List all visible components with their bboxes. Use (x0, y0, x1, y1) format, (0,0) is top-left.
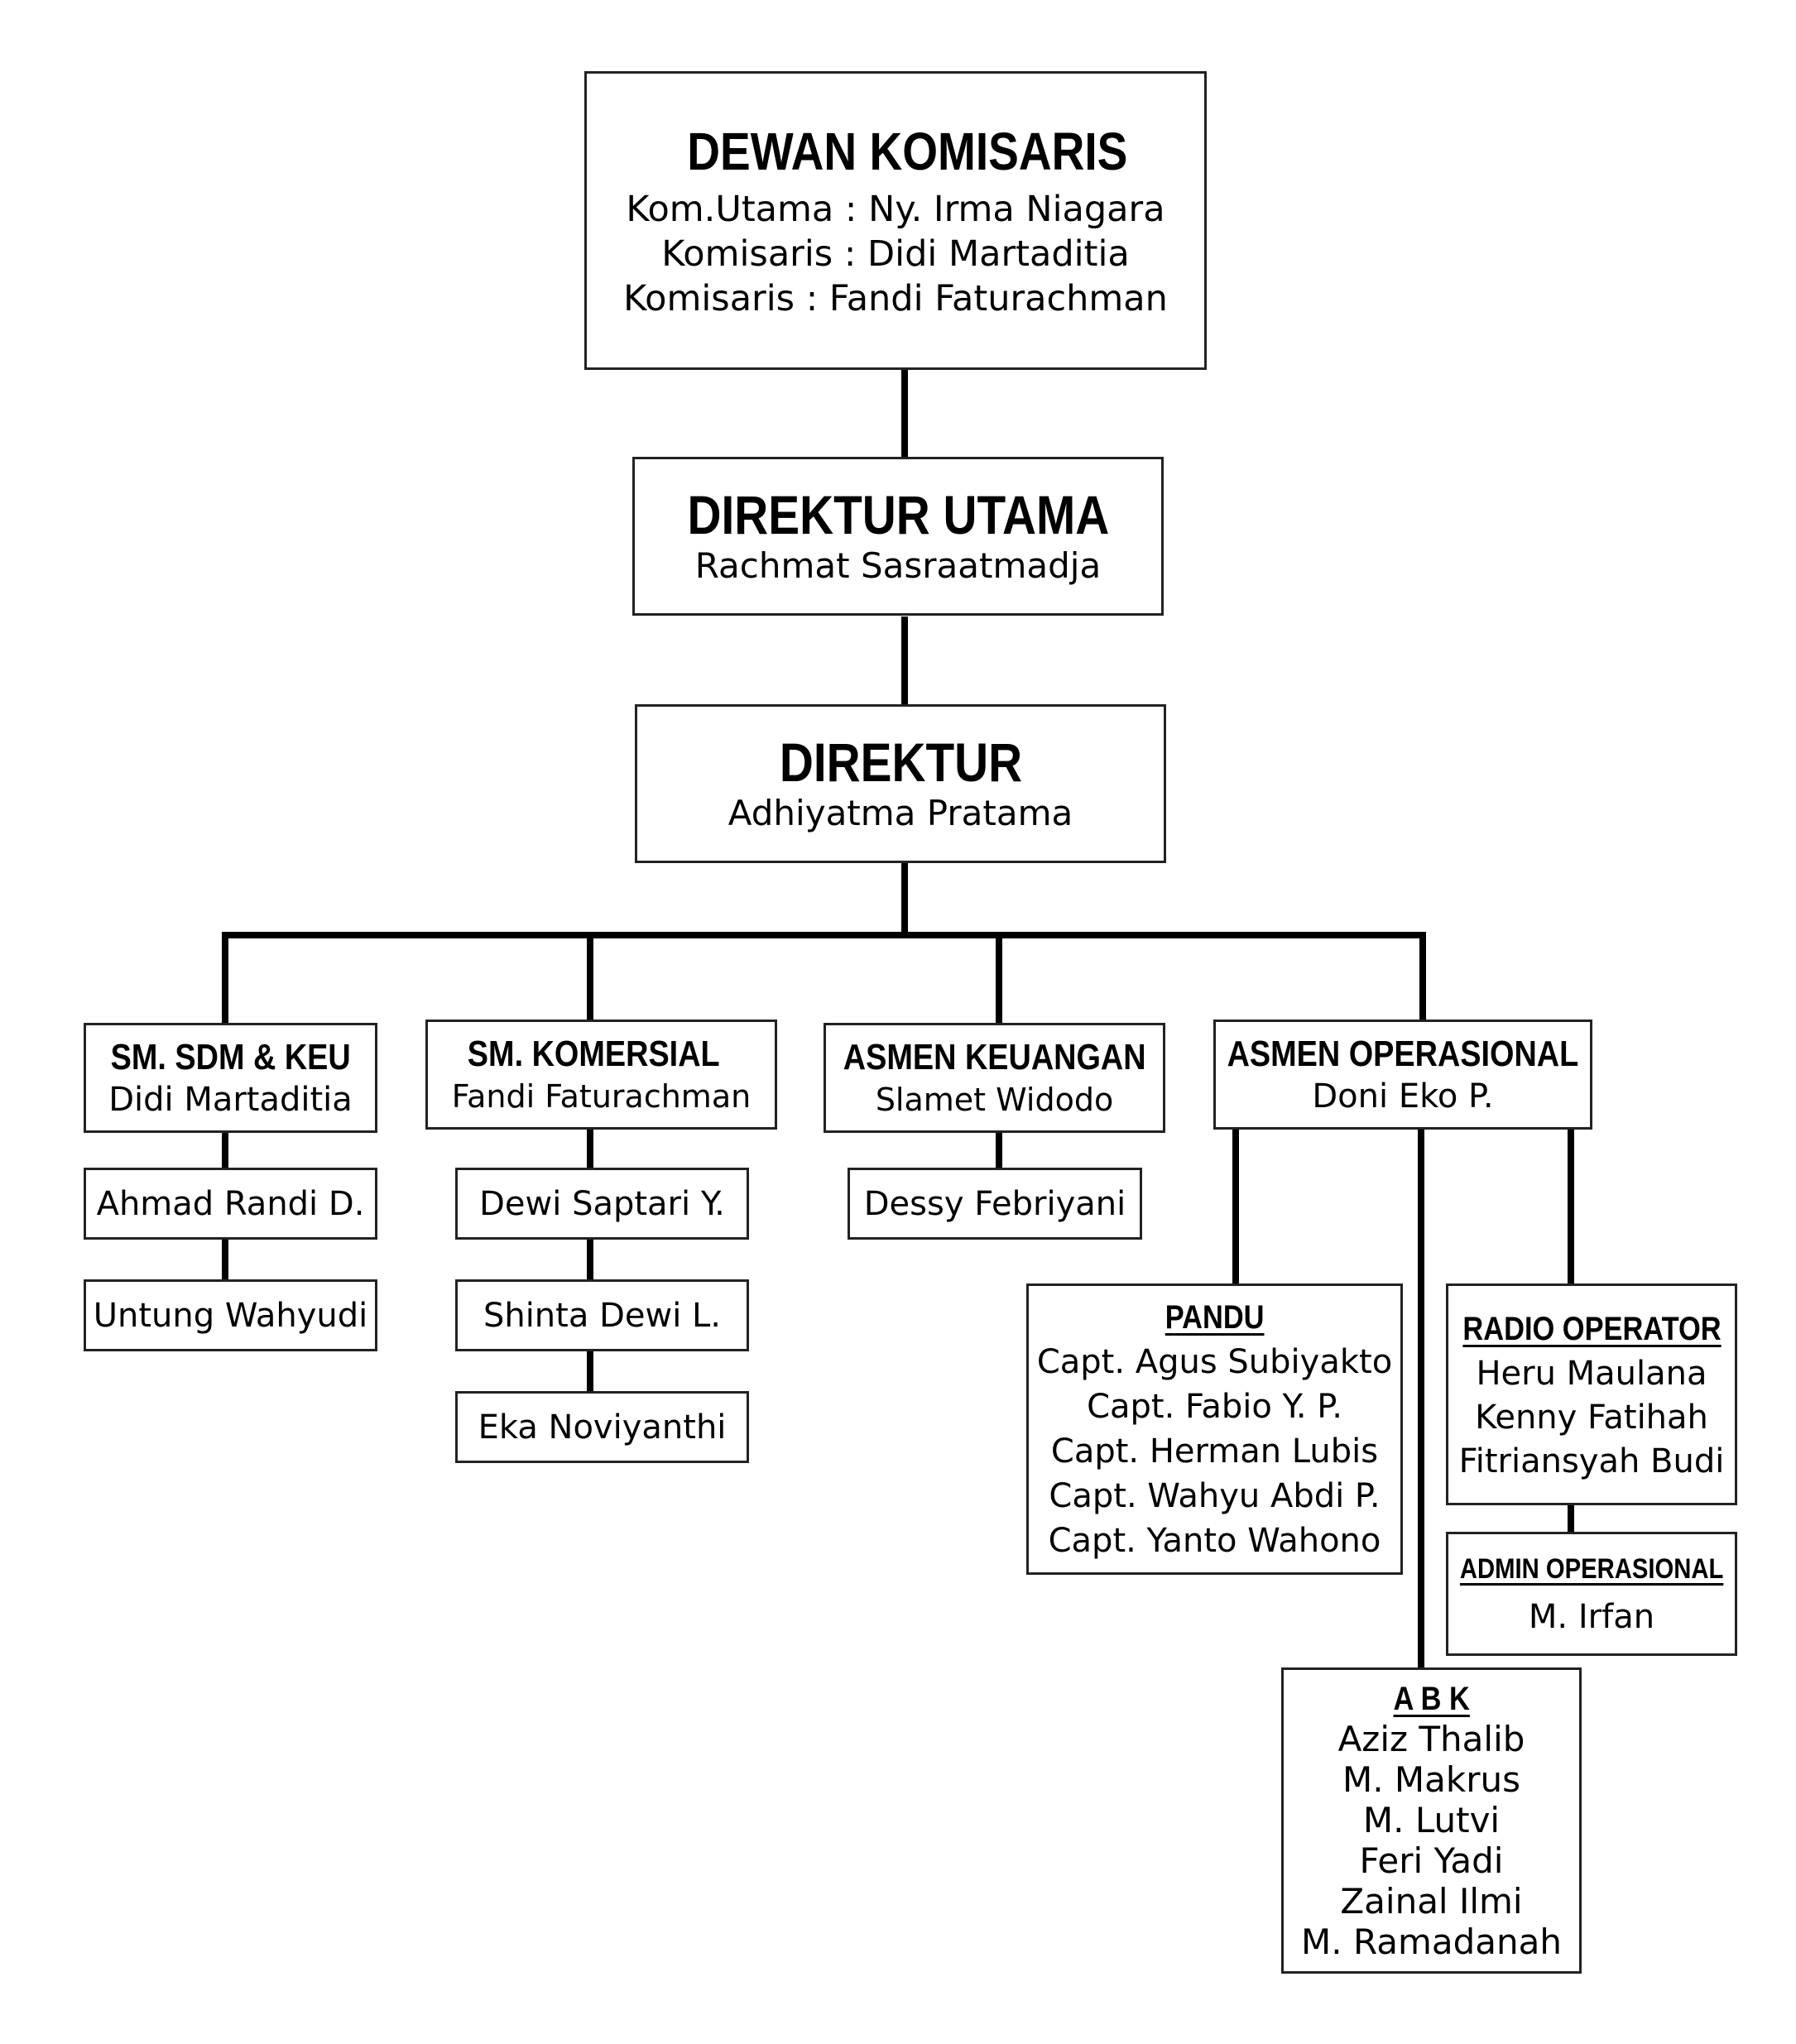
operasional-box: ASMEN OPERASIONAL Doni Eko P. (1213, 1020, 1592, 1130)
connector-sdm-staff2 (222, 1239, 228, 1280)
radio-member: Kenny Fatihah (1475, 1398, 1708, 1437)
connector-radio-admin (1568, 1504, 1574, 1533)
pandu-title: PANDU (1165, 1299, 1265, 1336)
connector-komersial-staff2 (587, 1239, 593, 1280)
abk-member: Aziz Thalib (1337, 1719, 1525, 1759)
operasional-name: Doni Eko P. (1312, 1077, 1494, 1116)
director-box: DIREKTUR Adhiyatma Pratama (635, 704, 1166, 863)
sdm-title: SM. SDM & KEU (110, 1036, 351, 1077)
abk-member-list: Aziz Thalib M. Makrus M. Lutvi Feri Yadi… (1301, 1719, 1562, 1962)
connector-sdm-staff1 (222, 1131, 228, 1168)
connector-keuangan-staff1 (996, 1132, 1002, 1168)
admin-operasional-box: ADMIN OPERASIONAL M. Irfan (1446, 1532, 1737, 1656)
komersial-box: SM. KOMERSIAL Fandi Faturachman (425, 1020, 777, 1130)
connector-bus-keuangan (996, 932, 1002, 1024)
connector-board-ceo (901, 368, 908, 459)
operasional-title: ASMEN OPERASIONAL (1227, 1033, 1579, 1074)
abk-box: A B K Aziz Thalib M. Makrus M. Lutvi Fer… (1281, 1667, 1582, 1974)
connector-director-bus (901, 863, 908, 935)
sdm-staff-box: Ahmad Randi D. (84, 1168, 377, 1240)
pandu-member-list: Capt. Agus Subiyakto Capt. Fabio Y. P. C… (1037, 1340, 1392, 1563)
radio-member-list: Heru Maulana Kenny Fatihah Fitriansyah B… (1459, 1352, 1725, 1484)
connector-bus-operasional (1419, 932, 1426, 1021)
board-line: Komisaris : Didi Martaditia (661, 233, 1130, 275)
connector-ops-pandu (1232, 1129, 1239, 1286)
connector-bus-komersial (587, 932, 593, 1021)
connector-horizontal-bus (222, 932, 1425, 938)
board-title: DEWAN KOMISARIS (686, 121, 1128, 181)
komersial-staff-name: Shinta Dewi L. (483, 1296, 722, 1335)
director-title: DIREKTUR (779, 732, 1022, 793)
board-of-commissioners-box: DEWAN KOMISARIS Kom.Utama : Ny. Irma Nia… (584, 71, 1207, 370)
keuangan-staff-box: Dessy Febriyani (848, 1168, 1142, 1240)
connector-ops-abk (1418, 1129, 1424, 1667)
sdm-box: SM. SDM & KEU Didi Martaditia (84, 1023, 377, 1133)
pandu-member: Capt. Herman Lubis (1050, 1432, 1379, 1471)
ceo-title: DIREKTUR UTAMA (687, 484, 1109, 545)
abk-title: A B K (1393, 1681, 1470, 1717)
connector-bus-sdm (222, 932, 228, 1024)
admin-ops-title: ADMIN OPERASIONAL (1459, 1553, 1724, 1585)
abk-member: M. Lutvi (1362, 1800, 1501, 1840)
keuangan-staff-name: Dessy Febriyani (863, 1184, 1126, 1223)
radio-member: Heru Maulana (1476, 1354, 1707, 1393)
radio-title: RADIO OPERATOR (1462, 1310, 1722, 1347)
admin-ops-name: M. Irfan (1528, 1598, 1655, 1636)
sdm-staff-name: Ahmad Randi D. (96, 1184, 365, 1223)
komersial-title: SM. KOMERSIAL (468, 1033, 720, 1074)
pandu-member: Capt. Agus Subiyakto (1036, 1343, 1393, 1381)
board-line: Kom.Utama : Ny. Irma Niagara (626, 188, 1165, 230)
komersial-staff-box: Shinta Dewi L. (455, 1279, 749, 1351)
komersial-name: Fandi Faturachman (451, 1077, 752, 1115)
komersial-staff-name: Dewi Saptari Y. (479, 1184, 725, 1223)
radio-operator-box: RADIO OPERATOR Heru Maulana Kenny Fatiha… (1446, 1283, 1737, 1505)
ceo-box: DIREKTUR UTAMA Rachmat Sasraatmadja (632, 457, 1164, 616)
connector-ceo-director (901, 617, 908, 706)
director-name: Adhiyatma Pratama (728, 793, 1073, 833)
connector-ops-radio (1568, 1129, 1574, 1286)
abk-member: M. Ramadanah (1301, 1922, 1562, 1962)
abk-member: M. Makrus (1342, 1759, 1520, 1800)
board-line: Komisaris : Fandi Faturachman (623, 277, 1168, 319)
sdm-name: Didi Martaditia (108, 1080, 353, 1119)
keuangan-name: Slamet Widodo (875, 1081, 1114, 1118)
pandu-member: Capt. Yanto Wahono (1048, 1522, 1381, 1560)
abk-member: Feri Yadi (1359, 1840, 1504, 1881)
abk-member: Zainal Ilmi (1340, 1881, 1523, 1922)
komersial-staff-box: Dewi Saptari Y. (455, 1168, 749, 1240)
keuangan-title: ASMEN KEUANGAN (843, 1036, 1146, 1077)
komersial-staff-name: Eka Noviyanthi (478, 1408, 727, 1447)
pandu-box: PANDU Capt. Agus Subiyakto Capt. Fabio Y… (1026, 1283, 1403, 1575)
connector-komersial-staff1 (587, 1129, 593, 1168)
komersial-staff-box: Eka Noviyanthi (455, 1391, 749, 1463)
pandu-member: Capt. Fabio Y. P. (1087, 1388, 1342, 1426)
pandu-member: Capt. Wahyu Abdi P. (1049, 1477, 1381, 1515)
connector-komersial-staff3 (587, 1351, 593, 1392)
radio-member: Fitriansyah Budi (1458, 1442, 1725, 1480)
sdm-staff-name: Untung Wahyudi (93, 1296, 368, 1335)
ceo-name: Rachmat Sasraatmadja (694, 545, 1102, 586)
sdm-staff-box: Untung Wahyudi (84, 1279, 377, 1351)
keuangan-box: ASMEN KEUANGAN Slamet Widodo (824, 1023, 1165, 1133)
